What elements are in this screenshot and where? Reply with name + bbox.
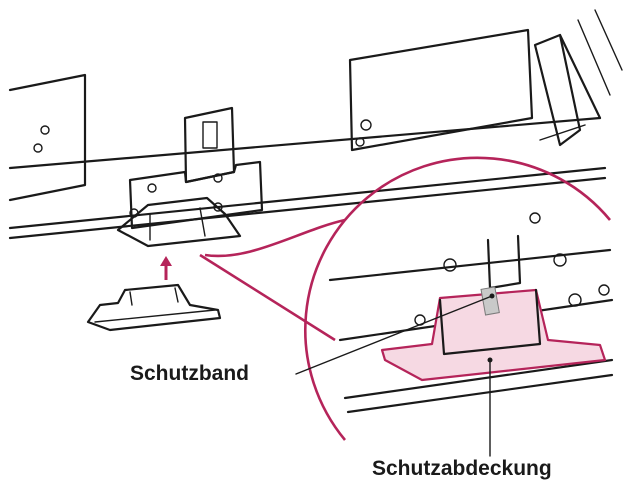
left-panel <box>8 73 87 202</box>
screw-hole <box>553 253 567 267</box>
label-protective-tape: Schutzband <box>130 362 249 385</box>
right-panel <box>348 28 534 152</box>
screw-hole <box>147 183 157 193</box>
bracket-slot <box>202 121 218 149</box>
magnify-callout <box>199 156 611 441</box>
screw-hole <box>213 202 223 212</box>
magnified-view <box>328 212 614 414</box>
protective-cover-small <box>86 283 222 332</box>
screw-hole <box>529 212 541 224</box>
screw-hole <box>568 293 582 307</box>
screw-hole <box>33 143 43 153</box>
screw-hole <box>443 258 457 272</box>
label-protective-cover: Schutzabdeckung <box>372 457 552 480</box>
screw-hole <box>355 137 365 147</box>
screw-hole <box>598 284 610 296</box>
protective-tape <box>480 286 500 316</box>
leader-lines <box>295 293 495 457</box>
arrow-up-icon <box>160 256 172 280</box>
screw-hole <box>360 119 372 131</box>
right-frame <box>533 33 586 147</box>
screw-hole <box>213 173 223 183</box>
tv-back-panel <box>8 9 623 240</box>
stand-bracket <box>116 106 264 248</box>
screw-hole <box>40 125 50 135</box>
